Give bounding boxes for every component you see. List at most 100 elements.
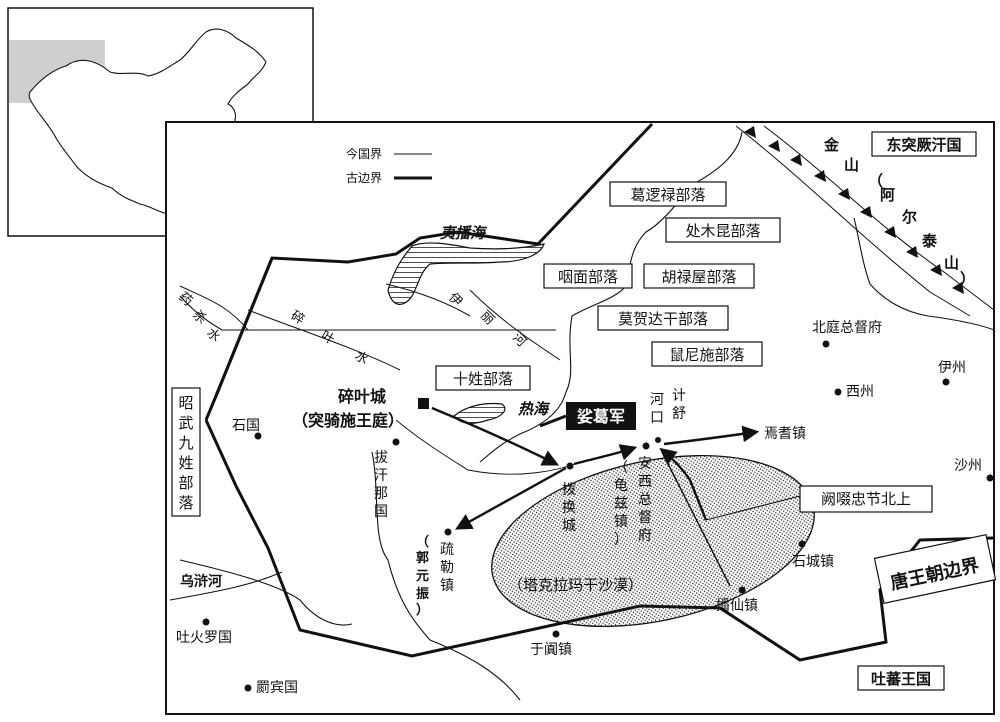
city-marker-xizhou bbox=[834, 388, 842, 396]
svg-text:胡禄屋部落: 胡禄屋部落 bbox=[661, 268, 736, 286]
city-marker-yizhou bbox=[942, 378, 950, 386]
arrow-bahuan-to-anxi bbox=[573, 444, 638, 466]
svg-text:昭: 昭 bbox=[178, 394, 193, 412]
city-label-yanqi: 焉耆镇 bbox=[764, 426, 806, 442]
city-marker-shicheng bbox=[798, 540, 806, 548]
river-tarim-branch bbox=[395, 419, 581, 475]
sea-label-rehai: 热海 bbox=[517, 400, 551, 418]
svg-text:督: 督 bbox=[638, 510, 652, 526]
river-yaosha bbox=[179, 285, 249, 331]
city-marker-jibin bbox=[244, 684, 252, 692]
svg-text:疏: 疏 bbox=[440, 542, 454, 558]
svg-text:拔: 拔 bbox=[374, 450, 388, 466]
svg-text:河: 河 bbox=[650, 392, 664, 408]
city-label-shule: 疏 勒 镇 bbox=[440, 542, 454, 594]
svg-text:碎: 碎 bbox=[288, 308, 307, 327]
svg-text:山: 山 bbox=[944, 254, 959, 272]
army-suoge-pointer bbox=[539, 414, 567, 428]
svg-text:西: 西 bbox=[638, 474, 652, 490]
river-wuhu bbox=[169, 571, 283, 601]
svg-text:拨: 拨 bbox=[562, 482, 576, 498]
city-label-yutian: 于阗镇 bbox=[530, 642, 572, 658]
svg-text:郭: 郭 bbox=[416, 550, 429, 566]
city-marker-bahuan bbox=[566, 462, 574, 470]
city-label-boxian: 播仙镇 bbox=[716, 598, 758, 614]
city-label-jibin: 罽宾国 bbox=[256, 680, 298, 696]
altai-mountains bbox=[735, 125, 995, 317]
svg-text:金: 金 bbox=[823, 136, 840, 154]
tribe-box-hulutu: 胡禄屋部落 bbox=[643, 263, 755, 289]
svg-text:处木昆部落: 处木昆部落 bbox=[685, 222, 760, 240]
svg-text:叶: 叶 bbox=[318, 328, 337, 347]
legend-modern-border-label: 今国界 bbox=[346, 146, 382, 161]
city-marker-bahanna bbox=[392, 438, 400, 446]
city-marker-shiguo bbox=[254, 432, 262, 440]
svg-text:舒: 舒 bbox=[672, 406, 686, 422]
line-queshu-label bbox=[705, 495, 801, 521]
svg-text:武: 武 bbox=[178, 414, 193, 432]
svg-text:兹: 兹 bbox=[614, 496, 628, 512]
city-label-bahuan: 拨 换 城 bbox=[562, 482, 576, 534]
arrow-bahuan-to-shule bbox=[455, 466, 567, 530]
svg-text:安: 安 bbox=[638, 456, 652, 472]
svg-text:尔: 尔 bbox=[902, 208, 917, 226]
river-suiye bbox=[247, 309, 401, 371]
tribe-box-shunishi: 鼠尼施部落 bbox=[651, 341, 763, 367]
svg-text:）: ） bbox=[614, 532, 628, 548]
svg-text:振: 振 bbox=[416, 586, 429, 602]
country-box-dongtujue: 东突厥汗国 bbox=[871, 131, 977, 157]
svg-text:水: 水 bbox=[352, 348, 371, 367]
svg-text:）: ） bbox=[416, 602, 429, 618]
svg-text:九: 九 bbox=[178, 434, 193, 452]
city-label-anxi: 安 西 总 督 府 bbox=[638, 456, 652, 544]
svg-text:城: 城 bbox=[562, 518, 576, 534]
city-label-shiguo: 石国 bbox=[232, 418, 260, 434]
svg-text:葛逻禄部落: 葛逻禄部落 bbox=[630, 186, 705, 204]
arrow-anxi-to-yanqi bbox=[663, 425, 760, 446]
svg-text:阙啜忠节北上: 阙啜忠节北上 bbox=[821, 490, 911, 508]
svg-text:口: 口 bbox=[650, 410, 664, 426]
tribe-box-zhaowu: 昭 武 九 姓 部 落 bbox=[171, 387, 201, 517]
svg-text:泰: 泰 bbox=[921, 232, 938, 250]
city-marker-hekou bbox=[655, 437, 661, 443]
sea-label-yibo: 夷播海 bbox=[440, 224, 488, 242]
river-label-suiye: 碎 叶 水 bbox=[288, 308, 371, 367]
svg-text:阿: 阿 bbox=[880, 186, 895, 204]
svg-text:勒: 勒 bbox=[440, 560, 454, 576]
city-marker-beiting bbox=[822, 340, 830, 348]
svg-text:汗: 汗 bbox=[374, 468, 388, 484]
svg-text:娑葛军: 娑葛军 bbox=[577, 407, 625, 426]
svg-text:换: 换 bbox=[562, 499, 576, 516]
svg-text:山: 山 bbox=[844, 156, 859, 174]
country-box-tang-border: 唐王朝边界 bbox=[873, 533, 997, 605]
city-label-guoyuanzhen: （ 郭 元 振 ） bbox=[416, 534, 429, 618]
tribe-box-mohedagan: 莫贺达干部落 bbox=[597, 305, 729, 331]
city-marker-yutian bbox=[552, 630, 560, 638]
svg-text:国: 国 bbox=[374, 504, 388, 520]
svg-text:鼠尼施部落: 鼠尼施部落 bbox=[669, 346, 744, 364]
city-label-hekou: 河 口 bbox=[650, 392, 664, 426]
army-label-queshu: 阙啜忠节北上 bbox=[799, 485, 933, 513]
city-label-xizhou: 西州 bbox=[846, 384, 874, 400]
svg-text:部: 部 bbox=[178, 474, 193, 492]
city-label-qiuci: （ 龟 兹 镇 ） bbox=[614, 460, 628, 548]
svg-text:府: 府 bbox=[638, 528, 652, 544]
country-box-tubo: 吐蕃王国 bbox=[857, 665, 945, 691]
city-label-bahanna: 拔 汗 那 国 bbox=[374, 450, 388, 520]
army-label-suoge: 娑葛军 bbox=[566, 402, 636, 430]
svg-text:吐蕃王国: 吐蕃王国 bbox=[871, 670, 931, 688]
city-label-jishe: 计 舒 bbox=[672, 388, 686, 422]
river-yili bbox=[469, 289, 561, 361]
river-label-wuhu: 乌浒河 bbox=[180, 573, 222, 590]
tribe-box-yanmian: 咽面部落 bbox=[543, 263, 633, 289]
city-label-shazhou: 沙州 bbox=[954, 458, 982, 474]
city-marker-anxi bbox=[642, 442, 650, 450]
arrow-suiye-to-bahuan bbox=[431, 406, 560, 466]
svg-text:）: ） bbox=[960, 270, 975, 288]
svg-text:总: 总 bbox=[638, 492, 652, 508]
city-label-yizhou: 伊州 bbox=[938, 360, 966, 376]
legend: 今国界 古边界 bbox=[346, 146, 432, 185]
arrow-queshu-north bbox=[659, 447, 708, 521]
tribe-box-chumukun: 处木昆部落 bbox=[665, 217, 781, 243]
